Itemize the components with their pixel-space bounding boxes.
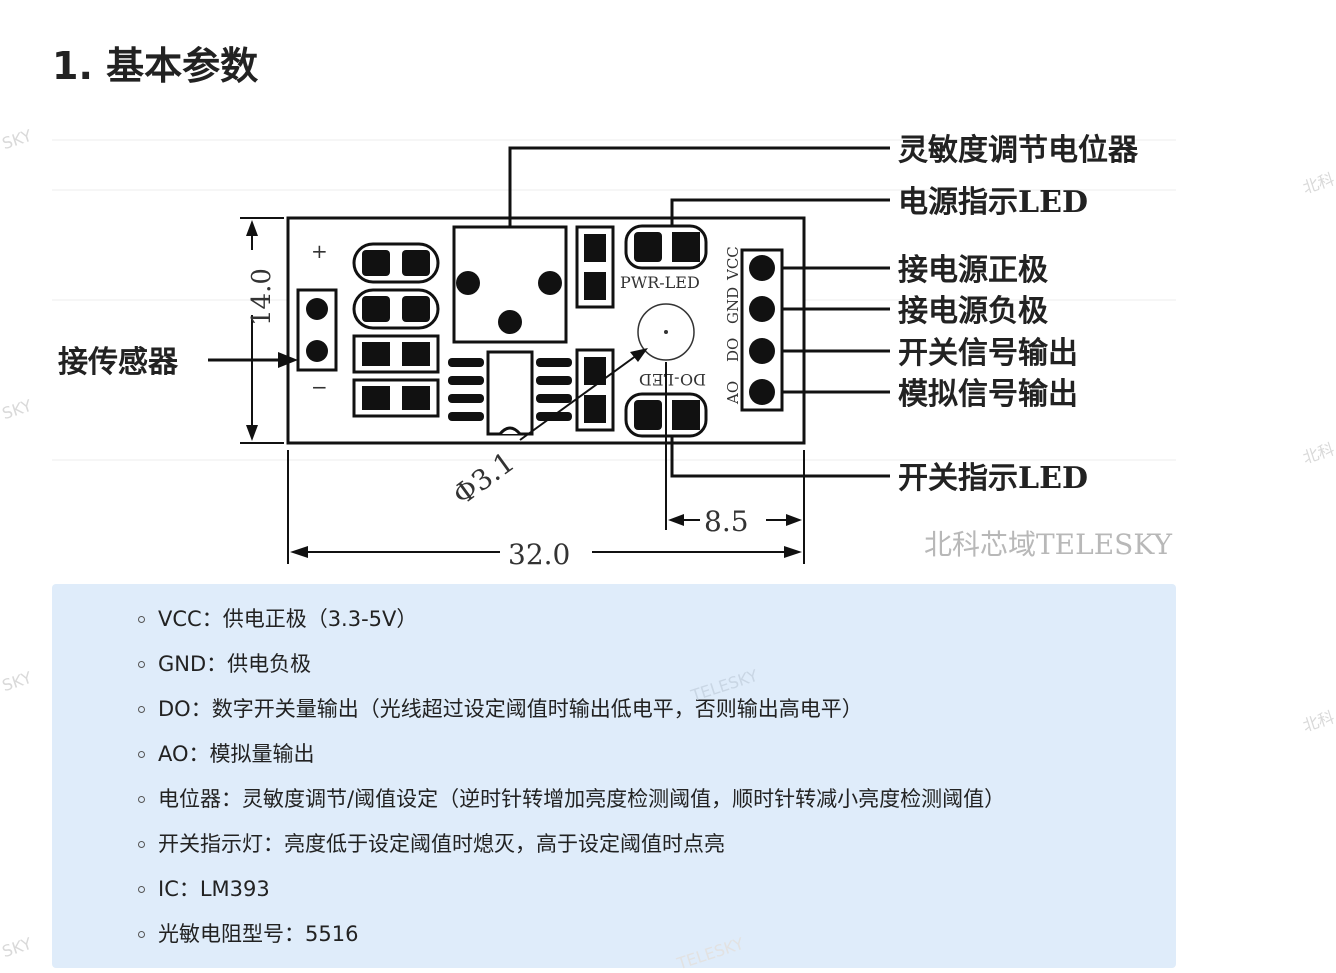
- list-item: 电位器：灵敏度调节/阈值设定（逆时针转增加亮度检测阈值，顺时针转减小亮度检测阈值…: [52, 778, 1176, 823]
- list-item: 开关指示灯：亮度低于设定阈值时熄灭，高于设定阈值时点亮: [52, 823, 1176, 868]
- width-dimension: 32.0: [508, 538, 570, 571]
- bullet-icon: [138, 886, 145, 893]
- label-gnd-pin: 接电源负极: [898, 294, 1048, 329]
- bullet-icon: [138, 706, 145, 713]
- label-potentiometer: 灵敏度调节电位器: [898, 133, 1139, 168]
- label-sensor: 接传感器: [58, 345, 179, 380]
- bullet-icon: [138, 661, 145, 668]
- bullet-icon: [138, 931, 145, 938]
- pin-offset-dimension: 8.5: [704, 505, 749, 538]
- label-switch-led: 开关指示LED: [898, 461, 1088, 496]
- section-heading: 1. 基本参数: [52, 44, 259, 88]
- vcc-silkscreen: VCC: [724, 246, 742, 281]
- param-text: 光敏电阻型号：5516: [158, 922, 359, 946]
- param-text: VCC：供电正极（3.3-5V）: [158, 607, 418, 631]
- label-power-led: 电源指示LED: [898, 185, 1088, 220]
- ao-silkscreen: AO: [724, 381, 742, 405]
- list-item: IC：LM393: [52, 868, 1176, 913]
- pwr-led-silkscreen: PWR-LED: [620, 273, 700, 292]
- list-item: 光敏电阻型号：5516: [52, 913, 1176, 958]
- param-text: IC：LM393: [158, 877, 270, 901]
- param-text: 开关指示灯：亮度低于设定阈值时熄灭，高于设定阈值时点亮: [158, 832, 725, 856]
- bullet-icon: [138, 796, 145, 803]
- param-text: 电位器：灵敏度调节/阈值设定（逆时针转增加亮度检测阈值，顺时针转减小亮度检测阈值…: [158, 787, 1006, 811]
- height-dimension: 14.0: [247, 268, 277, 326]
- label-do-pin: 开关信号输出: [898, 336, 1078, 371]
- list-item: AO：模拟量输出: [52, 733, 1176, 778]
- bullet-icon: [138, 616, 145, 623]
- list-item: VCC：供电正极（3.3-5V）: [52, 598, 1176, 643]
- label-ao-pin: 模拟信号输出: [898, 377, 1078, 412]
- bullet-icon: [138, 751, 145, 758]
- watermark: SKY: [0, 933, 35, 962]
- watermark: SKY: [0, 667, 35, 696]
- bullet-icon: [138, 841, 145, 848]
- label-vcc-pin: 接电源正极: [898, 253, 1048, 288]
- module-diagram: + −: [0, 100, 1336, 580]
- sensor-plus-mark: +: [311, 239, 328, 263]
- list-item: GND：供电负极: [52, 643, 1176, 688]
- gnd-silkscreen: GND: [724, 287, 742, 324]
- param-text: GND：供电负极: [158, 652, 312, 676]
- hole-dimension: Φ3.1: [447, 445, 521, 511]
- list-item: DO：数字开关量输出（光线超过设定阈值时输出低电平，否则输出高电平）: [52, 688, 1176, 733]
- sensor-minus-mark: −: [311, 375, 328, 399]
- do-led-silkscreen: DO-LED: [639, 370, 706, 389]
- image-credit: 北科芯域TELESKY: [924, 528, 1172, 561]
- param-text: DO：数字开关量输出（光线超过设定阈值时输出低电平，否则输出高电平）: [158, 697, 863, 721]
- watermark: 北科: [1300, 707, 1336, 736]
- parameter-list: VCC：供电正极（3.3-5V） GND：供电负极 DO：数字开关量输出（光线超…: [52, 584, 1176, 968]
- ic-body: [486, 350, 534, 436]
- param-text: AO：模拟量输出: [158, 742, 315, 766]
- do-silkscreen: DO: [724, 338, 742, 362]
